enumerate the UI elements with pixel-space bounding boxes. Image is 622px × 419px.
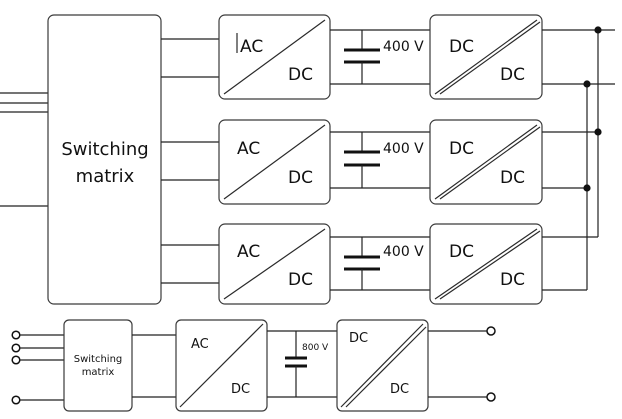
bottom-dc-dc-converter: DC DC — [336, 319, 429, 412]
terminal — [11, 355, 21, 365]
dc-output-label: DC — [500, 168, 525, 188]
terminal — [486, 392, 496, 402]
terminal — [11, 343, 21, 353]
top-stage-2: AC DC 400 V DC DC — [161, 119, 598, 205]
capacitor-voltage-label: 400 V — [383, 141, 424, 157]
bottom-switching-matrix: Switching matrix — [63, 319, 133, 412]
ac-label: AC — [237, 242, 260, 262]
dc-input-label: DC — [449, 242, 474, 262]
top-switching-matrix: Switching matrix — [47, 14, 162, 305]
dc-link-capacitor: 400 V — [344, 30, 424, 84]
bottom-ac-dc-converter: AC DC — [175, 319, 268, 412]
dc-link-capacitor: 400 V — [344, 132, 424, 188]
bottom-system: Switching matrix AC DC 800 V DC — [11, 319, 496, 412]
dc-label: DC — [288, 270, 313, 290]
junction-dot — [594, 128, 602, 136]
ac-dc-converter: AC DC — [218, 223, 331, 305]
dc-dc-converter: DC DC — [429, 119, 543, 205]
junction-dot — [583, 80, 591, 88]
capacitor-voltage-label: 400 V — [383, 39, 424, 55]
junction-dot — [594, 26, 602, 34]
ac-label: AC — [237, 139, 260, 159]
dc-label: DC — [288, 168, 313, 188]
top-switching-matrix-label-line1: Switching — [61, 139, 148, 160]
dc-label: DC — [231, 382, 250, 397]
dc-input-label: DC — [349, 331, 368, 346]
dc-dc-converter: DC DC — [429, 14, 543, 100]
ac-label: AC — [240, 37, 263, 57]
bottom-switching-matrix-label-line2: matrix — [82, 367, 115, 378]
terminal — [11, 330, 21, 340]
dc-dc-converter: DC DC — [429, 223, 543, 305]
top-stage-1: AC DC 400 V DC DC — [161, 14, 615, 100]
ac-dc-converter: AC DC — [218, 14, 331, 100]
capacitor-voltage-label: 800 V — [302, 343, 329, 353]
junction-dot — [583, 184, 591, 192]
terminal — [11, 395, 21, 405]
bottom-dc-link-capacitor: 800 V — [285, 331, 329, 397]
dc-input-label: DC — [449, 139, 474, 159]
dc-output-label: DC — [390, 382, 409, 397]
ac-label: AC — [191, 337, 209, 352]
bottom-input-terminals — [11, 330, 64, 405]
ac-dc-converter: AC DC — [218, 119, 331, 205]
top-input-lines — [0, 92, 48, 207]
bottom-output-terminals — [428, 326, 496, 402]
dc-input-label: DC — [449, 37, 474, 57]
bottom-switching-matrix-label-line1: Switching — [74, 354, 123, 365]
top-output-bus — [583, 26, 602, 290]
dc-output-label: DC — [500, 270, 525, 290]
top-system: Switching matrix AC DC 400 V — [0, 14, 615, 305]
capacitor-voltage-label: 400 V — [383, 244, 424, 260]
dc-output-label: DC — [500, 65, 525, 85]
terminal — [486, 326, 496, 336]
dc-label: DC — [288, 65, 313, 85]
dc-link-capacitor: 400 V — [344, 237, 424, 290]
top-switching-matrix-label-line2: matrix — [76, 166, 135, 187]
top-stage-3: AC DC 400 V DC DC — [161, 223, 598, 305]
